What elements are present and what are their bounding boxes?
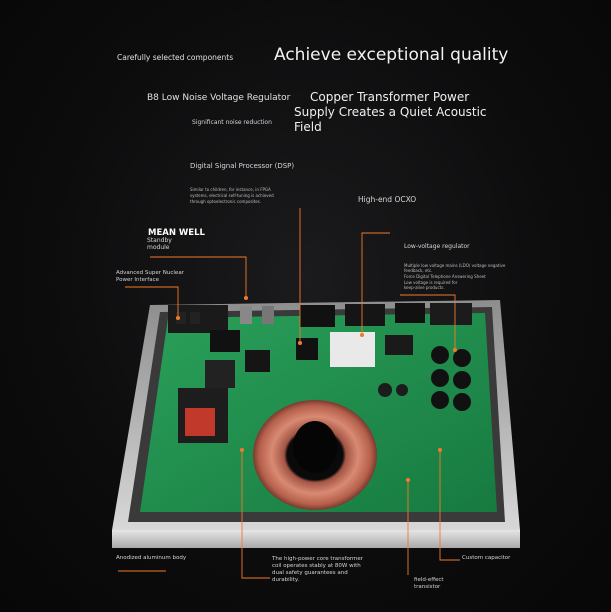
headline-left: Carefully selected components: [117, 53, 234, 62]
ocxo-title: High-end OCXO: [358, 195, 417, 204]
callout-lines: [118, 208, 460, 579]
fet-line-2: transistor: [414, 584, 441, 590]
transformer-title-3: Field: [294, 120, 322, 134]
lv-desc-4: Low voltage is required for: [404, 280, 458, 285]
power-line-1: Advanced Super Nuclear: [116, 270, 184, 276]
standby-line-2: module: [147, 244, 170, 251]
core-line-3: dual safety guarantees and: [272, 570, 348, 576]
dsp-desc-2: systems, electrical self-tuning is achie…: [190, 193, 274, 198]
lv-desc-1: Multiple low voltage mains (LDO) voltage…: [404, 263, 506, 268]
capacitor-label: Custom capacitor: [462, 555, 511, 561]
dsp-desc-3: through optoelectronic composites.: [190, 199, 262, 204]
lv-desc-2: feedback, etc.: [404, 268, 433, 273]
standby-line-1: Standby: [147, 237, 172, 244]
headline-right: Achieve exceptional quality: [274, 45, 509, 65]
lv-title: Low-voltage regulator: [404, 243, 470, 250]
aluminum-label: Anodized aluminum body: [116, 555, 187, 561]
front-panel: [112, 530, 520, 548]
core-line-4: durability.: [272, 577, 300, 583]
regulator-title: B8 Low Noise Voltage Regulator: [147, 93, 291, 103]
dsp-desc-1: Similar to children, for instance, in FP…: [190, 187, 271, 192]
mean-well-label: MEAN WELL: [148, 228, 205, 238]
transformer-title-1: Copper Transformer Power: [310, 90, 470, 104]
fet-line-1: field-effect: [414, 577, 444, 583]
transformer-title-2: Supply Creates a Quiet Acoustic: [294, 105, 487, 119]
core-line-1: The high-power core transformer: [272, 556, 363, 562]
power-line-2: Power Interface: [116, 277, 160, 283]
regulator-subtitle: Significant noise reduction: [192, 119, 272, 126]
lv-desc-3: Force Digital Telephone Answering Sheet: [404, 274, 486, 279]
lv-desc-5: keep-alive products.: [404, 285, 445, 290]
core-line-2: coil operates stably at 80W with: [272, 563, 361, 569]
dsp-title: Digital Signal Processor (DSP): [190, 162, 295, 170]
capacitor-cluster: [378, 346, 471, 411]
